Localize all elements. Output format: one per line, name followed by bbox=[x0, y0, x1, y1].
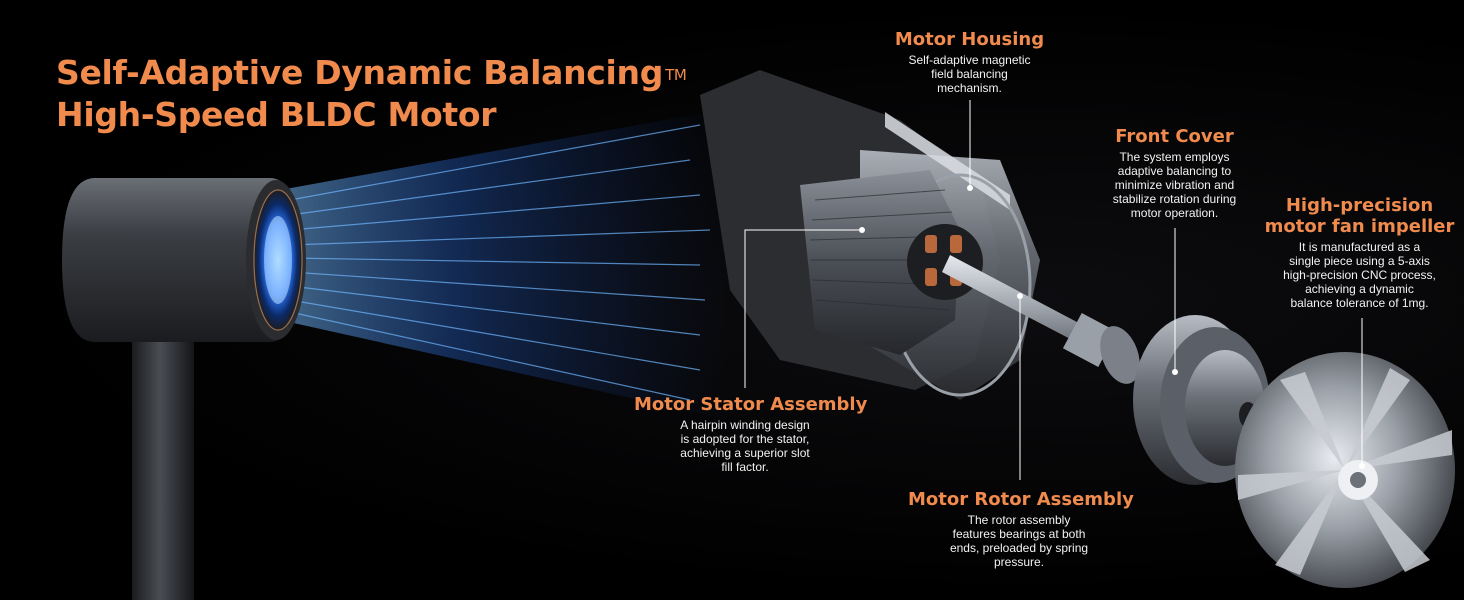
callout-description: The system employs adaptive balancing to… bbox=[1112, 150, 1237, 220]
callout-description: A hairpin winding design is adopted for … bbox=[680, 418, 810, 474]
trademark-mark: TM bbox=[665, 66, 687, 84]
airflow-beam bbox=[280, 110, 730, 420]
fan-impeller bbox=[1235, 352, 1455, 588]
callout-title: Motor Stator Assembly bbox=[634, 394, 868, 415]
hair-dryer bbox=[62, 178, 306, 600]
callout-description: The rotor assembly features bearings at … bbox=[949, 513, 1089, 569]
motor-rotor-shaft bbox=[942, 255, 1140, 384]
callout-description: It is manufactured as a single piece usi… bbox=[1283, 240, 1436, 310]
leader-dots bbox=[859, 185, 1365, 469]
callout-motor-housing: Motor Housing Self-adaptive magnetic fie… bbox=[882, 29, 1057, 95]
callout-title: Motor Rotor Assembly bbox=[908, 489, 1134, 510]
callout-title-line-2: motor fan impeller bbox=[1264, 216, 1455, 237]
headline-line-2: High-Speed BLDC Motor bbox=[56, 95, 497, 134]
callout-fan-impeller: High-precision motor fan impeller It is … bbox=[1262, 195, 1457, 310]
leader-lines bbox=[744, 100, 1363, 480]
callout-description: Self-adaptive magnetic field balancing m… bbox=[908, 53, 1031, 95]
callout-front-cover: Front Cover The system employs adaptive … bbox=[1092, 126, 1257, 220]
callout-title-line-1: High-precision bbox=[1285, 195, 1434, 216]
callout-motor-rotor: Motor Rotor Assembly The rotor assembly … bbox=[908, 489, 1134, 569]
callout-title: Motor Housing bbox=[894, 29, 1045, 50]
callout-motor-stator: Motor Stator Assembly A hairpin winding … bbox=[634, 394, 868, 474]
callout-title: Front Cover bbox=[1115, 126, 1234, 147]
